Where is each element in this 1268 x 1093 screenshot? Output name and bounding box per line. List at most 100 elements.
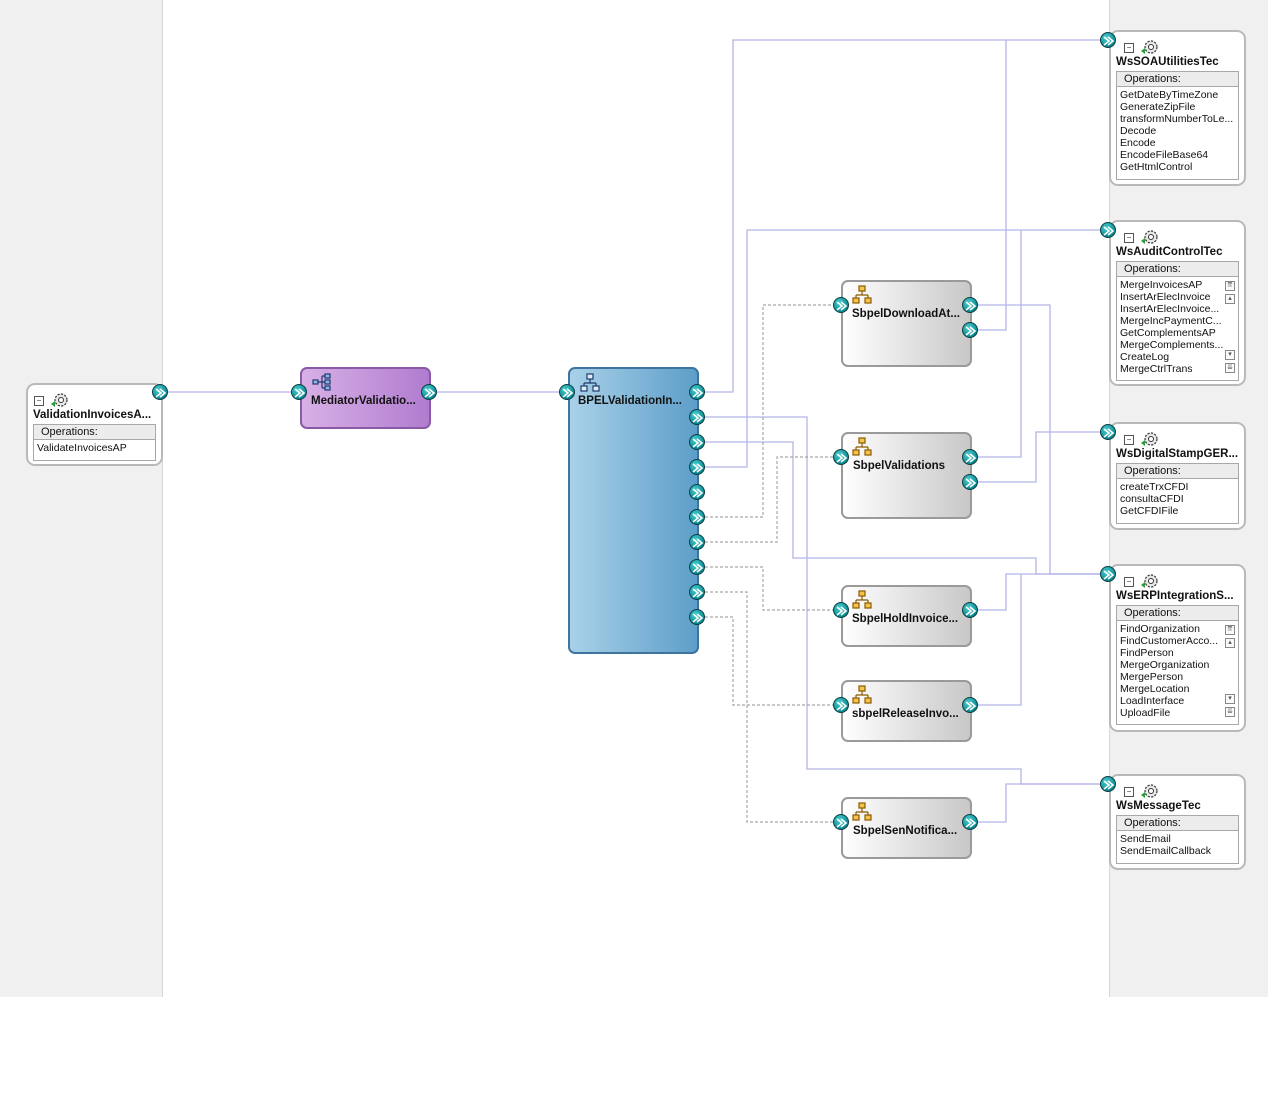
operation-item[interactable]: transformNumberToLe... (1120, 113, 1234, 125)
collapse-icon[interactable]: − (1124, 43, 1134, 53)
operation-item[interactable]: FindPerson (1120, 647, 1174, 659)
sbpel-in-port[interactable] (833, 297, 849, 313)
sbpel-out-port[interactable] (962, 814, 978, 830)
operation-item[interactable]: SendEmailCallback (1120, 845, 1212, 857)
bpel-ref-port[interactable] (689, 484, 705, 500)
bpel-ref-port[interactable] (689, 384, 705, 400)
sbpel-in-port[interactable] (833, 697, 849, 713)
collapse-icon[interactable]: − (1124, 787, 1134, 797)
bpel-ref-port[interactable] (689, 534, 705, 550)
operation-item[interactable]: Encode (1120, 137, 1156, 149)
reference-ws-digital-stamp[interactable]: − WsDigitalStampGER... Operations: creat… (1109, 422, 1246, 530)
wire-bpel-release[interactable] (705, 591, 836, 823)
sbpel-in-port[interactable] (833, 449, 849, 465)
scroll-top-icon[interactable]: ⇈ (1225, 625, 1235, 635)
bpel-ref-port[interactable] (689, 609, 705, 625)
collapse-icon[interactable]: − (1124, 435, 1134, 445)
operation-item[interactable]: LoadInterface (1120, 695, 1185, 707)
mediator-in-port[interactable] (291, 384, 307, 400)
scroll-up-icon[interactable]: ▴ (1225, 294, 1235, 304)
operation-item[interactable]: GetCFDIFile (1120, 505, 1179, 517)
reference-ws-erp-integration[interactable]: − WsERPIntegrationS... Operations: FindO… (1109, 564, 1246, 732)
wire-bpel-download[interactable] (705, 304, 836, 518)
bpel-ref-port[interactable] (689, 434, 705, 450)
mediator-component[interactable]: MediatorValidatio... (300, 367, 431, 429)
sbpel-out-port[interactable] (962, 602, 978, 618)
sbpel-release-component[interactable]: sbpelReleaseInvo... (841, 680, 972, 742)
reference-in-port[interactable] (1100, 424, 1116, 440)
sbpel-in-port[interactable] (833, 814, 849, 830)
scroll-bottom-icon[interactable]: ⇊ (1225, 363, 1235, 373)
sbpel-out-port[interactable] (962, 297, 978, 313)
operation-item[interactable]: GetDateByTimeZone (1120, 89, 1219, 101)
bpel-component[interactable]: BPELValidationIn... (568, 367, 699, 654)
service-out-port[interactable] (152, 384, 168, 400)
operation-item[interactable]: MergeIncPaymentC... (1120, 315, 1222, 327)
wire-release-erp[interactable] (977, 574, 1022, 706)
reference-ws-soa-utilities[interactable]: − WsSOAUtilitiesTec Operations: GetDateB… (1109, 30, 1246, 186)
wire-validations-stamp[interactable] (977, 431, 1102, 483)
sbpel-hold-component[interactable]: SbpelHoldInvoice... (841, 585, 972, 647)
sbpel-out-port[interactable] (962, 322, 978, 338)
operation-item[interactable]: MergeCtrlTrans (1120, 363, 1193, 375)
operation-item[interactable]: InsertArElecInvoice (1120, 291, 1211, 303)
scroll-bottom-icon[interactable]: ⇊ (1225, 707, 1235, 717)
bpel-in-port[interactable] (559, 384, 575, 400)
sbpel-validations-component[interactable]: SbpelValidations (841, 432, 972, 519)
operation-item[interactable]: FindOrganization (1120, 623, 1200, 635)
operation-item[interactable]: consultaCFDI (1120, 493, 1184, 505)
operation-item[interactable]: MergeInvoicesAP (1120, 279, 1203, 291)
collapse-icon[interactable]: − (1124, 577, 1134, 587)
bpel-ref-port[interactable] (689, 409, 705, 425)
operation-item[interactable]: CreateLog (1120, 351, 1170, 363)
operation-item[interactable]: SendEmail (1120, 833, 1171, 845)
sbpel-notification-component[interactable]: SbpelSenNotifica... (841, 797, 972, 859)
operation-item[interactable]: MergeComplements... (1120, 339, 1224, 351)
operation-item[interactable]: ValidateInvoicesAP (37, 442, 127, 454)
reference-in-port[interactable] (1100, 32, 1116, 48)
collapse-icon[interactable]: − (1124, 233, 1134, 243)
wire-bpel-hold[interactable] (705, 566, 836, 611)
exposed-service-validation-invoices[interactable]: − ValidationInvoicesA... Operations: Val… (26, 383, 163, 466)
scroll-down-icon[interactable]: ▾ (1225, 694, 1235, 704)
operation-item[interactable]: FindCustomerAcco... (1120, 635, 1219, 647)
operation-item[interactable]: GetComplementsAP (1120, 327, 1216, 339)
operation-item[interactable]: Decode (1120, 125, 1157, 137)
operation-item[interactable]: GetHtmlControl (1120, 161, 1193, 173)
reference-in-port[interactable] (1100, 776, 1116, 792)
sbpel-in-port[interactable] (833, 602, 849, 618)
bpel-ref-port[interactable] (689, 509, 705, 525)
wire-hold-erp[interactable] (977, 573, 1102, 611)
reference-in-port[interactable] (1100, 222, 1116, 238)
operation-item[interactable]: UploadFile (1120, 707, 1171, 719)
sbpel-out-port[interactable] (962, 474, 978, 490)
reference-in-port[interactable] (1100, 566, 1116, 582)
sbpel-out-port[interactable] (962, 449, 978, 465)
reference-ws-audit-control[interactable]: − WsAuditControlTec Operations: MergeInv… (1109, 220, 1246, 386)
sbpel-download-component[interactable]: SbpelDownloadAt... (841, 280, 972, 367)
collapse-icon[interactable]: − (34, 396, 44, 406)
wire-download-erp[interactable] (977, 304, 1102, 575)
wire-validations-audit[interactable] (977, 230, 1022, 458)
operation-item[interactable]: InsertArElecInvoice... (1120, 303, 1220, 315)
operations-list: ValidateInvoicesAP (34, 440, 155, 454)
operation-item[interactable]: EncodeFileBase64 (1120, 149, 1209, 161)
wire-bpel-notification[interactable] (705, 616, 836, 706)
scroll-down-icon[interactable]: ▾ (1225, 350, 1235, 360)
scroll-up-icon[interactable]: ▴ (1225, 638, 1235, 648)
mediator-out-port[interactable] (421, 384, 437, 400)
reference-ws-message[interactable]: − WsMessageTec Operations: SendEmail Sen… (1109, 774, 1246, 870)
wire-notification-message[interactable] (977, 783, 1102, 823)
scroll-top-icon[interactable]: ⇈ (1225, 281, 1235, 291)
wire-bpel-validations[interactable] (705, 456, 836, 543)
operation-item[interactable]: createTrxCFDI (1120, 481, 1189, 493)
bpel-ref-port[interactable] (689, 559, 705, 575)
wire-download-soa[interactable] (977, 40, 1007, 331)
bpel-ref-port[interactable] (689, 584, 705, 600)
operation-item[interactable]: GenerateZipFile (1120, 101, 1196, 113)
operation-item[interactable]: MergeOrganization (1120, 659, 1210, 671)
bpel-ref-port[interactable] (689, 459, 705, 475)
operation-item[interactable]: MergeLocation (1120, 683, 1190, 695)
sbpel-out-port[interactable] (962, 697, 978, 713)
operation-item[interactable]: MergePerson (1120, 671, 1184, 683)
